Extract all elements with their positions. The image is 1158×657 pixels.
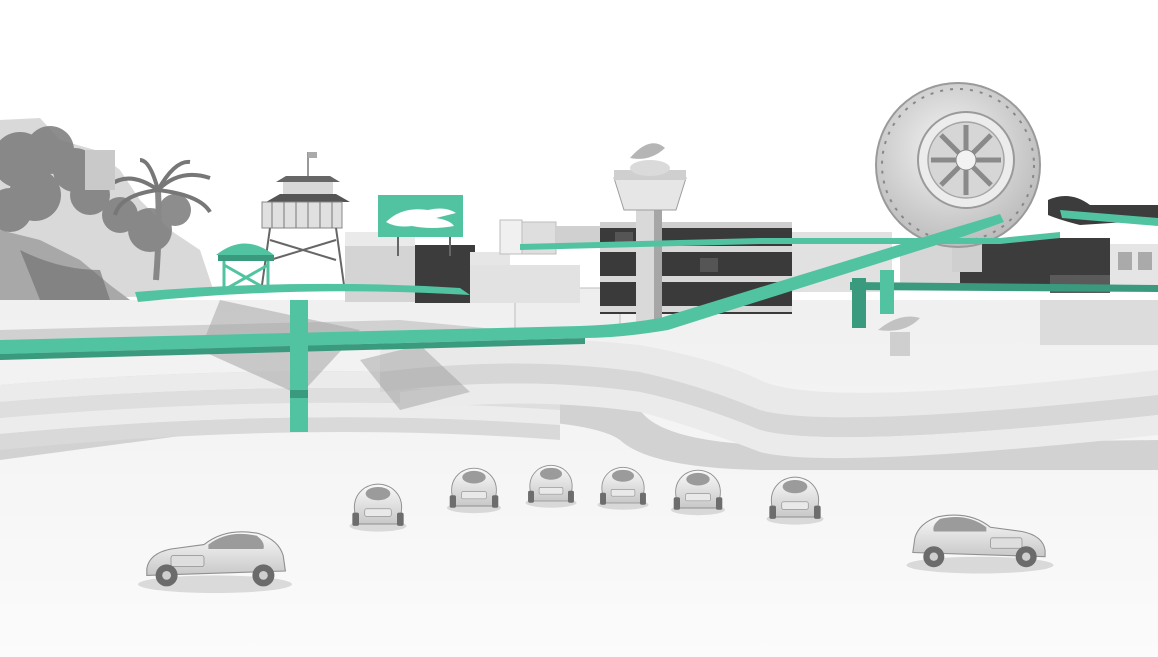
billboard	[378, 195, 463, 256]
concept-car	[671, 469, 725, 516]
concept-car	[597, 466, 649, 510]
concept-car	[766, 476, 824, 525]
concept-car	[906, 514, 1054, 574]
concept-car	[138, 531, 292, 593]
right-ramp	[1048, 196, 1158, 226]
left-foliage	[0, 118, 215, 300]
flame-logo-icon	[386, 208, 456, 228]
concept-car	[349, 483, 407, 532]
green-tracks	[0, 214, 1158, 432]
car-lineup	[138, 464, 1054, 593]
concept-car	[525, 464, 577, 508]
bird-statue	[878, 316, 920, 356]
airport-control-tower	[613, 143, 687, 328]
lookout-tower	[261, 152, 350, 286]
hut	[85, 150, 115, 190]
concept-car	[447, 467, 501, 514]
giant-tire-wheel	[875, 82, 1041, 272]
parking-structure	[600, 222, 792, 314]
